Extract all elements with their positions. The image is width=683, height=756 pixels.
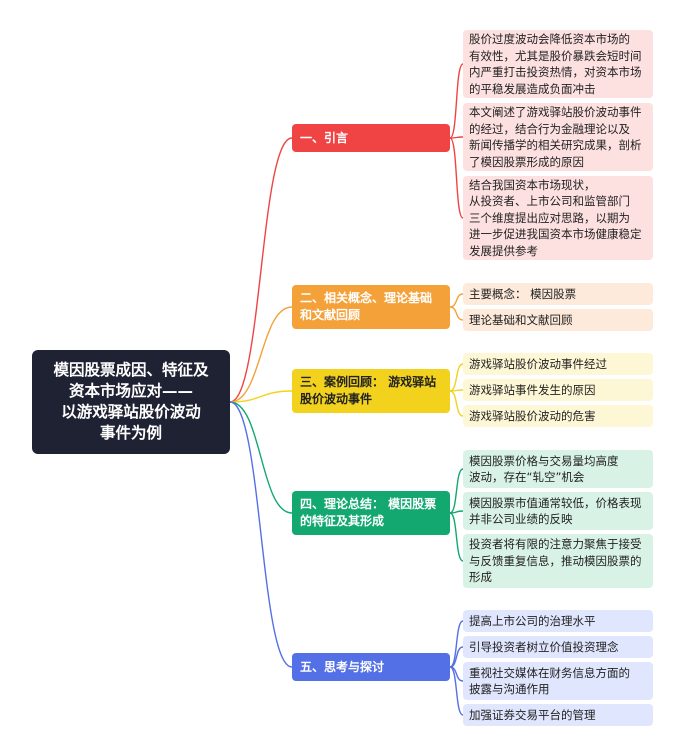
branch-leaf-link xyxy=(449,390,464,417)
branch-leaf-link xyxy=(449,512,464,562)
branch-leaf-link xyxy=(449,646,464,668)
root-branch-link xyxy=(229,137,293,403)
leaf-text: 本文阐述了游戏驿站股价波动事件 的经过，结合行为金融理论以及 新闻传播学的相关研… xyxy=(469,105,642,169)
leaf-market-cap[interactable]: 模因股票市值通常较低，价格表现 并非公司业绩的反映 xyxy=(463,492,653,530)
branch-label: 五、思考与探讨 xyxy=(300,659,385,674)
branch-introduction[interactable]: 一、引言 xyxy=(292,124,450,152)
branch-leaf-link xyxy=(449,136,464,139)
leaf-text: 加强证券交易平台的管理 xyxy=(469,707,596,722)
leaf-event-process[interactable]: 游戏驿站股价波动事件经过 xyxy=(463,353,653,375)
branch-case-review[interactable]: 三、案例回顾： 游戏驿站 股价波动事件 xyxy=(292,369,450,413)
branch-label: 一、引言 xyxy=(300,130,349,145)
branch-label: 四、理论总结： 模因股票 的特征及其形成 xyxy=(300,497,437,528)
leaf-text: 提高上市公司的治理水平 xyxy=(469,613,596,628)
leaf-text: 结合我国资本市场现状， 从投资者、上市公司和监管部门 三个维度提出应对思路，以期… xyxy=(469,177,642,258)
branch-leaf-link xyxy=(449,306,464,321)
leaf-price-volume[interactable]: 模因股票价格与交易量均高度 波动，存在“轧空”机会 xyxy=(463,450,653,488)
leaf-text: 理论基础和文献回顾 xyxy=(469,312,573,327)
leaf-value-investing[interactable]: 引导投资者树立价值投资理念 xyxy=(463,636,653,658)
leaf-text: 主要概念： 模因股票 xyxy=(469,286,577,301)
leaf-text: 投资者将有限的注意力聚焦于接受 与反馈重复信息，推动模因股票的 形成 xyxy=(469,537,642,585)
root-topic[interactable]: 模因股票成因、特征及 资本市场应对—— 以游戏驿站股价波动 事件为例 xyxy=(32,350,230,454)
root-branch-link xyxy=(229,390,293,403)
branch-label: 三、案例回顾： 游戏驿站 股价波动事件 xyxy=(300,375,437,406)
branch-concepts[interactable]: 二、相关概念、理论基础 和文献回顾 xyxy=(292,285,450,329)
leaf-platform-regulation[interactable]: 加强证券交易平台的管理 xyxy=(463,704,653,726)
leaf-text: 游戏驿站事件发生的原因 xyxy=(469,382,596,397)
branch-leaf-link xyxy=(449,468,464,514)
leaf-event-causes[interactable]: 游戏驿站事件发生的原因 xyxy=(463,379,653,401)
leaf-event-harm[interactable]: 游戏驿站股价波动的危害 xyxy=(463,405,653,427)
leaf-intro-volatility[interactable]: 股价过度波动会降低资本市场的 有效性，尤其是股价暴跌会短时间 内严重打击投资热情… xyxy=(463,30,653,98)
leaf-text: 游戏驿站股价波动事件经过 xyxy=(469,356,607,371)
leaf-theory-review[interactable]: 理论基础和文献回顾 xyxy=(463,309,653,331)
leaf-text: 游戏驿站股价波动的危害 xyxy=(469,408,596,423)
branch-label: 二、相关概念、理论基础 和文献回顾 xyxy=(300,291,433,322)
root-branch-link xyxy=(229,401,293,514)
leaf-intro-suggestions[interactable]: 结合我国资本市场现状， 从投资者、上市公司和监管部门 三个维度提出应对思路，以期… xyxy=(463,176,653,260)
leaf-text: 重视社交媒体在财务信息方面的 披露与沟通作用 xyxy=(469,665,630,697)
leaf-intro-overview[interactable]: 本文阐述了游戏驿站股价波动事件 的经过，结合行为金融理论以及 新闻传播学的相关研… xyxy=(463,103,653,171)
root-title: 模因股票成因、特征及 资本市场应对—— 以游戏驿站股价波动 事件为例 xyxy=(53,361,209,442)
branch-leaf-link xyxy=(449,363,464,392)
root-branch-link xyxy=(229,401,293,668)
leaf-text: 模因股票价格与交易量均高度 波动，存在“轧空”机会 xyxy=(469,453,619,485)
branch-leaf-link xyxy=(449,620,464,668)
branch-thoughts[interactable]: 五、思考与探讨 xyxy=(292,653,450,681)
leaf-text: 股价过度波动会降低资本市场的 有效性，尤其是股价暴跌会短时间 内严重打击投资热情… xyxy=(469,32,642,96)
leaf-investor-attention[interactable]: 投资者将有限的注意力聚焦于接受 与反馈重复信息，推动模因股票的 形成 xyxy=(463,534,653,588)
leaf-social-media[interactable]: 重视社交媒体在财务信息方面的 披露与沟通作用 xyxy=(463,662,653,700)
branch-leaf-link xyxy=(449,666,464,716)
root-branch-link xyxy=(229,306,293,403)
branch-leaf-link xyxy=(449,63,464,139)
leaf-text: 引导投资者树立价值投资理念 xyxy=(469,639,619,654)
leaf-text: 模因股票市值通常较低，价格表现 并非公司业绩的反映 xyxy=(469,495,642,527)
branch-leaf-link xyxy=(449,137,464,219)
branch-theory-summary[interactable]: 四、理论总结： 模因股票 的特征及其形成 xyxy=(292,491,450,535)
leaf-main-concept[interactable]: 主要概念： 模因股票 xyxy=(463,283,653,305)
leaf-governance[interactable]: 提高上市公司的治理水平 xyxy=(463,610,653,632)
branch-leaf-link xyxy=(449,293,464,308)
